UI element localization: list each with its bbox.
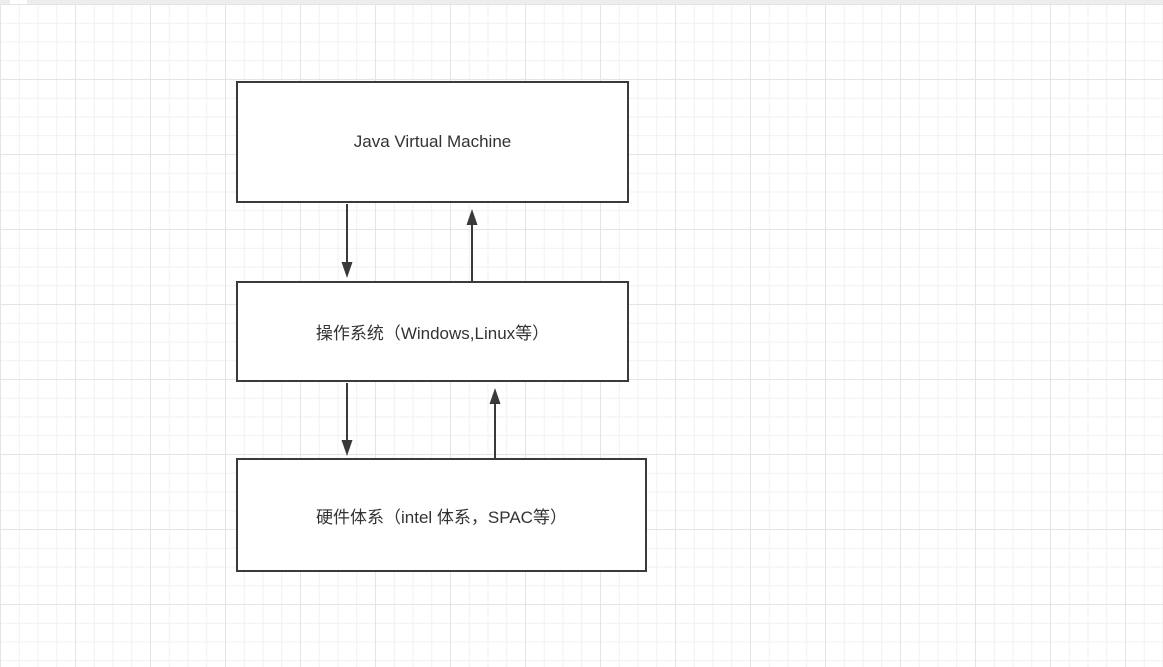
node-os[interactable]: 操作系统（Windows,Linux等） [236, 281, 629, 382]
node-hardware[interactable]: 硬件体系（intel 体系，SPAC等） [236, 458, 647, 572]
edge-os-to-jvm-arrow[interactable] [466, 209, 478, 281]
edge-jvm-to-os-arrow[interactable] [341, 204, 353, 278]
top-edge-notch [10, 0, 27, 4]
node-hardware-label: 硬件体系（intel 体系，SPAC等） [316, 507, 567, 527]
edge-os-to-hardware-arrow[interactable] [341, 383, 353, 456]
node-jvm[interactable]: Java Virtual Machine [236, 81, 629, 203]
edge-hardware-to-os-arrow[interactable] [489, 388, 501, 459]
node-os-label: 操作系统（Windows,Linux等） [315, 324, 550, 343]
canvas-top-edge [0, 0, 1163, 4]
node-jvm-label: Java Virtual Machine [353, 132, 512, 151]
